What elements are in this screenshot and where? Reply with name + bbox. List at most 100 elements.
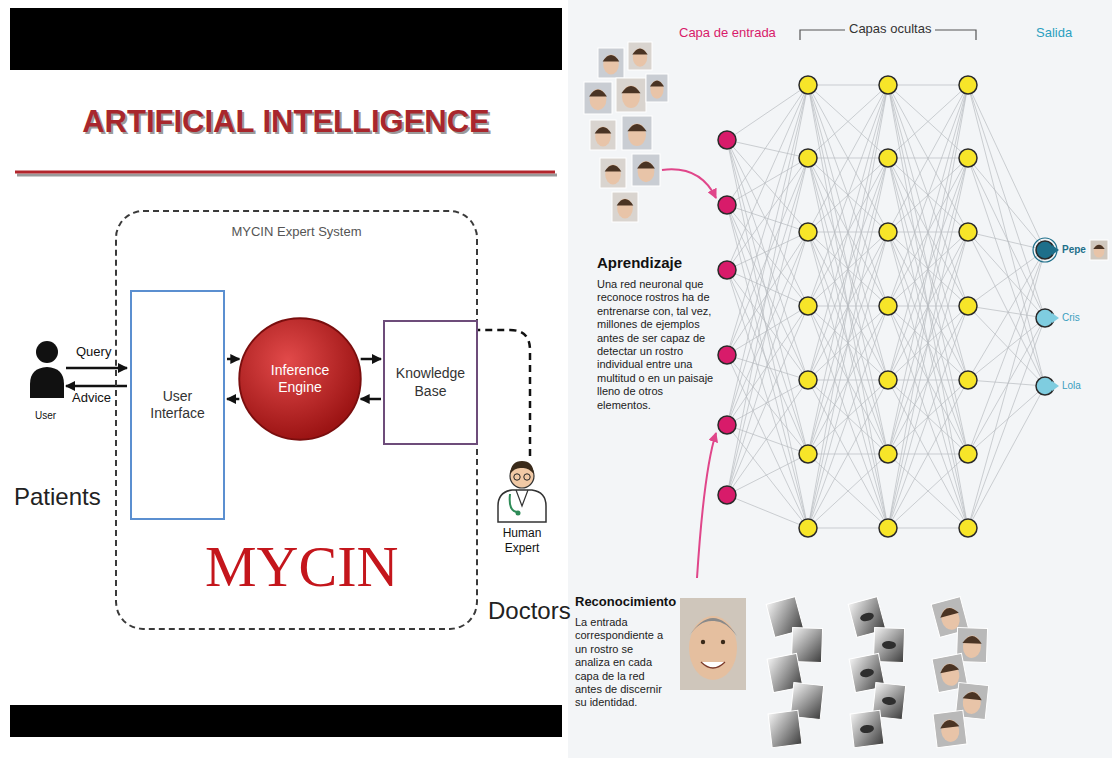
user-head	[36, 341, 58, 363]
network-link	[968, 232, 1045, 386]
hidden-neuron	[879, 371, 897, 389]
face-skin	[1094, 244, 1105, 257]
face-hair	[963, 691, 983, 700]
network-link	[727, 140, 808, 306]
face-photo	[612, 192, 638, 222]
illustration-shape	[727, 85, 1045, 528]
network-link	[808, 528, 888, 529]
hidden-neuron	[879, 76, 897, 94]
section-body: Una red neuronal que reconoce rostros ha…	[597, 278, 715, 412]
network-link	[727, 355, 808, 380]
network-link	[808, 158, 888, 528]
network-link	[888, 158, 968, 528]
eye-feature	[859, 668, 874, 679]
network-link	[888, 232, 968, 528]
input-neuron	[718, 346, 736, 364]
network-link	[808, 232, 888, 528]
hidden-neuron	[799, 76, 817, 94]
logo-text: MYCIN	[205, 534, 398, 601]
hidden-neuron	[959, 149, 977, 167]
network-link	[968, 158, 1045, 318]
input-neuron	[718, 261, 736, 279]
input-neuron	[718, 416, 736, 434]
face-skin	[962, 691, 982, 715]
face-hair	[938, 606, 958, 618]
group-heading: MYCIN Expert System	[117, 224, 476, 239]
network-link	[888, 85, 968, 158]
network-link	[968, 85, 1045, 250]
output-face	[1090, 240, 1108, 260]
hidden-neuron	[879, 297, 897, 315]
output-neuron	[1036, 377, 1054, 395]
output-neuron	[1036, 309, 1054, 327]
face-photo	[632, 154, 660, 186]
face-skin	[595, 127, 611, 147]
face-photo	[680, 598, 746, 690]
recognition-arrow	[697, 433, 716, 578]
network-link	[888, 85, 968, 232]
network-link	[808, 85, 888, 158]
stethoscope	[510, 494, 518, 512]
eye-feature	[882, 696, 897, 705]
input-neuron	[718, 196, 736, 214]
network-link	[888, 306, 968, 528]
face-photo	[598, 48, 624, 78]
network-link	[727, 270, 808, 528]
face-skin	[963, 635, 982, 658]
network-link	[888, 380, 968, 528]
face-skin	[638, 161, 655, 182]
flow-arrow	[227, 398, 239, 401]
network-link	[888, 85, 968, 454]
network-link	[808, 306, 888, 528]
hidden-neuron	[799, 519, 817, 537]
hidden-neuron	[959, 519, 977, 537]
hidden-neuron	[799, 371, 817, 389]
network-link	[727, 85, 808, 355]
bottom-black-bar	[10, 705, 562, 737]
network-link	[808, 85, 888, 528]
network-link	[727, 306, 808, 425]
network-link	[808, 85, 888, 86]
node-label: Knowledge Base	[385, 365, 476, 400]
face-hair	[589, 90, 607, 97]
face-skin	[622, 85, 640, 107]
neural-network	[718, 76, 1059, 537]
input-arrow	[662, 169, 716, 198]
section-heading: Reconocimiento	[575, 595, 676, 610]
face-skin	[939, 662, 961, 687]
network-link	[808, 380, 888, 528]
face-skin	[633, 48, 647, 66]
network-link	[968, 85, 1045, 318]
network-link	[808, 454, 888, 528]
network-link	[727, 425, 808, 528]
feature-patches	[766, 597, 824, 748]
network-link	[968, 158, 1045, 250]
icon-label: User	[35, 410, 56, 422]
feature-patch	[768, 710, 802, 747]
face-images	[584, 42, 1108, 748]
network-link	[968, 250, 1045, 528]
network-link	[968, 386, 1045, 454]
network-link	[888, 158, 968, 528]
hidden-neuron	[879, 519, 897, 537]
network-link	[727, 232, 808, 495]
network-link	[888, 85, 968, 380]
face-hair	[939, 719, 959, 729]
output-label: Pepe	[1062, 244, 1086, 256]
face-hair	[939, 662, 959, 673]
section-heading: Aprendizaje	[597, 254, 682, 271]
section-body: La entrada correspondiente a un rostro s…	[575, 616, 667, 710]
knowledge-base-box: Knowledge Base	[383, 320, 478, 445]
face-skin	[603, 55, 619, 75]
output-label: Cris	[1062, 312, 1080, 324]
network-link	[727, 232, 808, 425]
face-photo	[933, 710, 967, 747]
hidden-neuron	[959, 445, 977, 463]
hidden-neuron	[799, 149, 817, 167]
face-photo	[590, 120, 616, 150]
doctor-coat	[498, 490, 546, 522]
network-link	[808, 85, 888, 232]
group-label: Patients	[14, 483, 101, 511]
doctor-glasses	[514, 474, 520, 480]
